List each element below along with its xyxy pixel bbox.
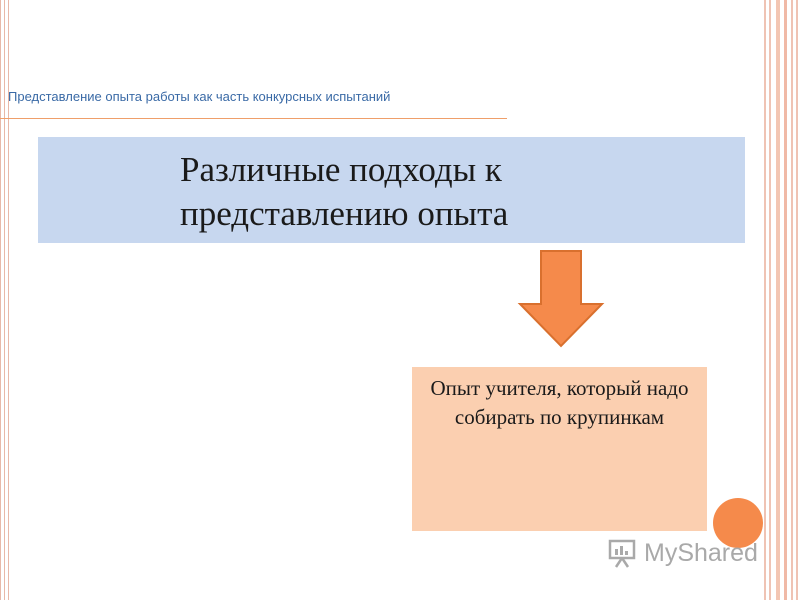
left-border-line-2 [4, 0, 5, 600]
slide-subtitle: Представление опыта работы как часть кон… [8, 89, 391, 104]
decor-circle-icon [713, 498, 763, 548]
slide-title: Различные подходы к представлению опыта [180, 150, 509, 233]
right-stripe-6 [796, 0, 798, 600]
left-border-line-3 [8, 0, 9, 600]
down-arrow-icon [517, 250, 605, 348]
right-stripe-2 [769, 0, 771, 600]
watermark: MyShared [608, 536, 768, 570]
right-stripe-5 [791, 0, 793, 600]
subtitle-underline [0, 118, 507, 119]
right-border-stripes [764, 0, 800, 600]
right-stripe-1 [764, 0, 766, 600]
right-stripe-4 [784, 0, 787, 600]
right-stripe-3 [776, 0, 780, 600]
left-border-line-1 [0, 0, 1, 600]
presentation-board-icon [608, 539, 636, 568]
content-box-text: Опыт учителя, который надо собирать по к… [430, 376, 689, 429]
content-box [412, 367, 707, 531]
watermark-text: MyShared [644, 539, 758, 567]
title-box [38, 137, 745, 243]
